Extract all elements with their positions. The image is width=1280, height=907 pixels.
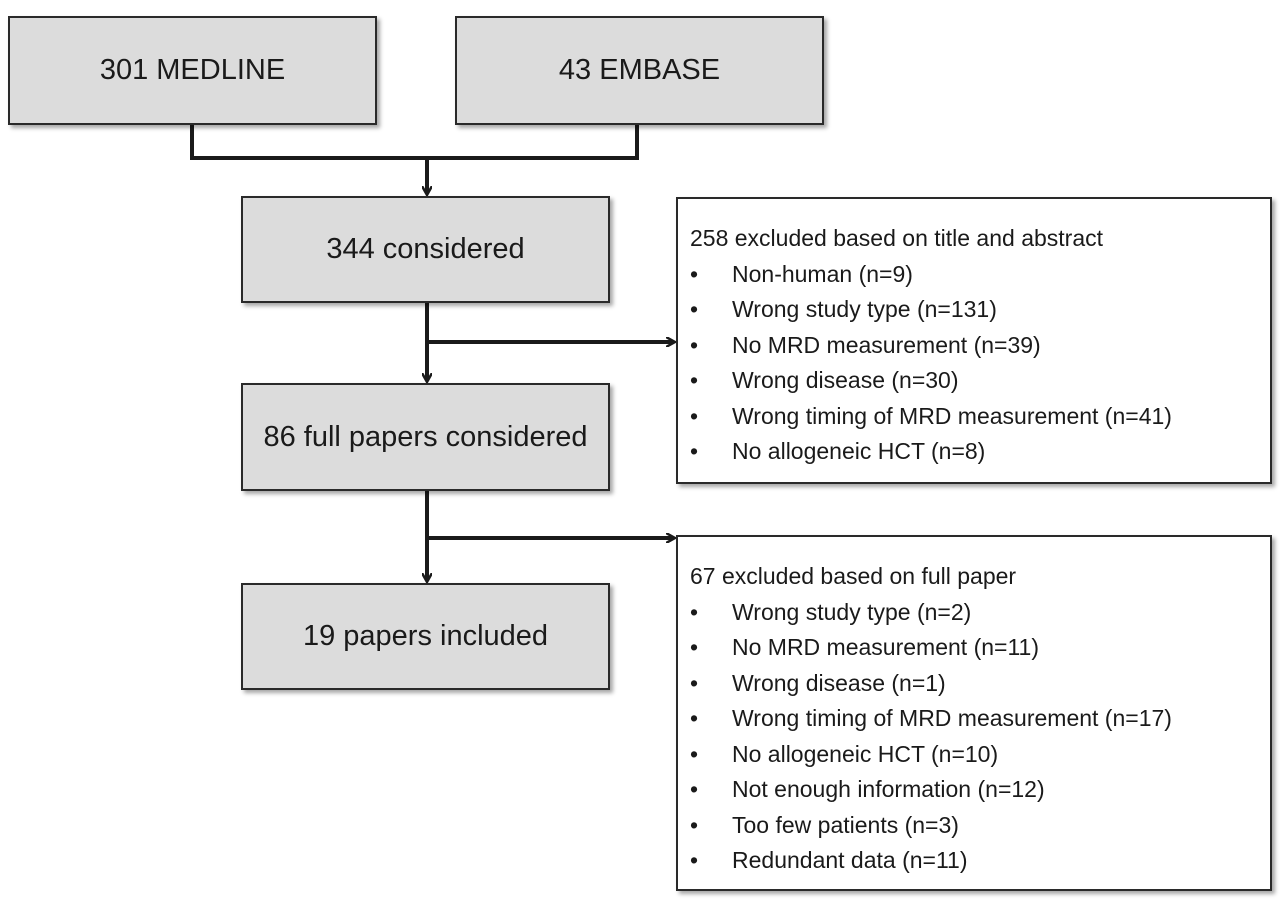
list-item: No MRD measurement (n=11) (690, 630, 1258, 666)
considered-box: 344 considered (241, 196, 610, 303)
exclusion-1-list: Non-human (n=9) Wrong study type (n=131)… (690, 257, 1258, 470)
list-item: Not enough information (n=12) (690, 772, 1258, 808)
list-item: Wrong study type (n=131) (690, 292, 1258, 328)
list-item: Wrong study type (n=2) (690, 595, 1258, 631)
exclusion-box-full-paper: 67 excluded based on full paper Wrong st… (676, 535, 1272, 891)
list-item: Non-human (n=9) (690, 257, 1258, 293)
included-box: 19 papers included (241, 583, 610, 690)
exclusion-1-title: 258 excluded based on title and abstract (690, 225, 1104, 251)
included-label: 19 papers included (302, 620, 549, 652)
list-item: No MRD measurement (n=39) (690, 328, 1258, 364)
embase-box: 43 EMBASE (455, 16, 824, 125)
list-item: Wrong disease (n=1) (690, 666, 1258, 702)
medline-label: 301 MEDLINE (99, 54, 286, 86)
exclusion-box-title-abstract: 258 excluded based on title and abstract… (676, 197, 1272, 484)
list-item: Wrong timing of MRD measurement (n=41) (690, 399, 1258, 435)
list-item: Too few patients (n=3) (690, 808, 1258, 844)
exclusion-2-title: 67 excluded based on full paper (690, 563, 1017, 589)
full-papers-box: 86 full papers considered (241, 383, 610, 491)
list-item: No allogeneic HCT (n=10) (690, 737, 1258, 773)
exclusion-2-list: Wrong study type (n=2) No MRD measuremen… (690, 595, 1258, 879)
list-item: Redundant data (n=11) (690, 843, 1258, 879)
considered-label: 344 considered (326, 233, 525, 265)
merge-connector (190, 125, 639, 160)
list-item: No allogeneic HCT (n=8) (690, 434, 1258, 470)
embase-label: 43 EMBASE (558, 54, 721, 86)
list-item: Wrong timing of MRD measurement (n=17) (690, 701, 1258, 737)
medline-box: 301 MEDLINE (8, 16, 377, 125)
full-papers-label: 86 full papers considered (263, 420, 588, 453)
list-item: Wrong disease (n=30) (690, 363, 1258, 399)
